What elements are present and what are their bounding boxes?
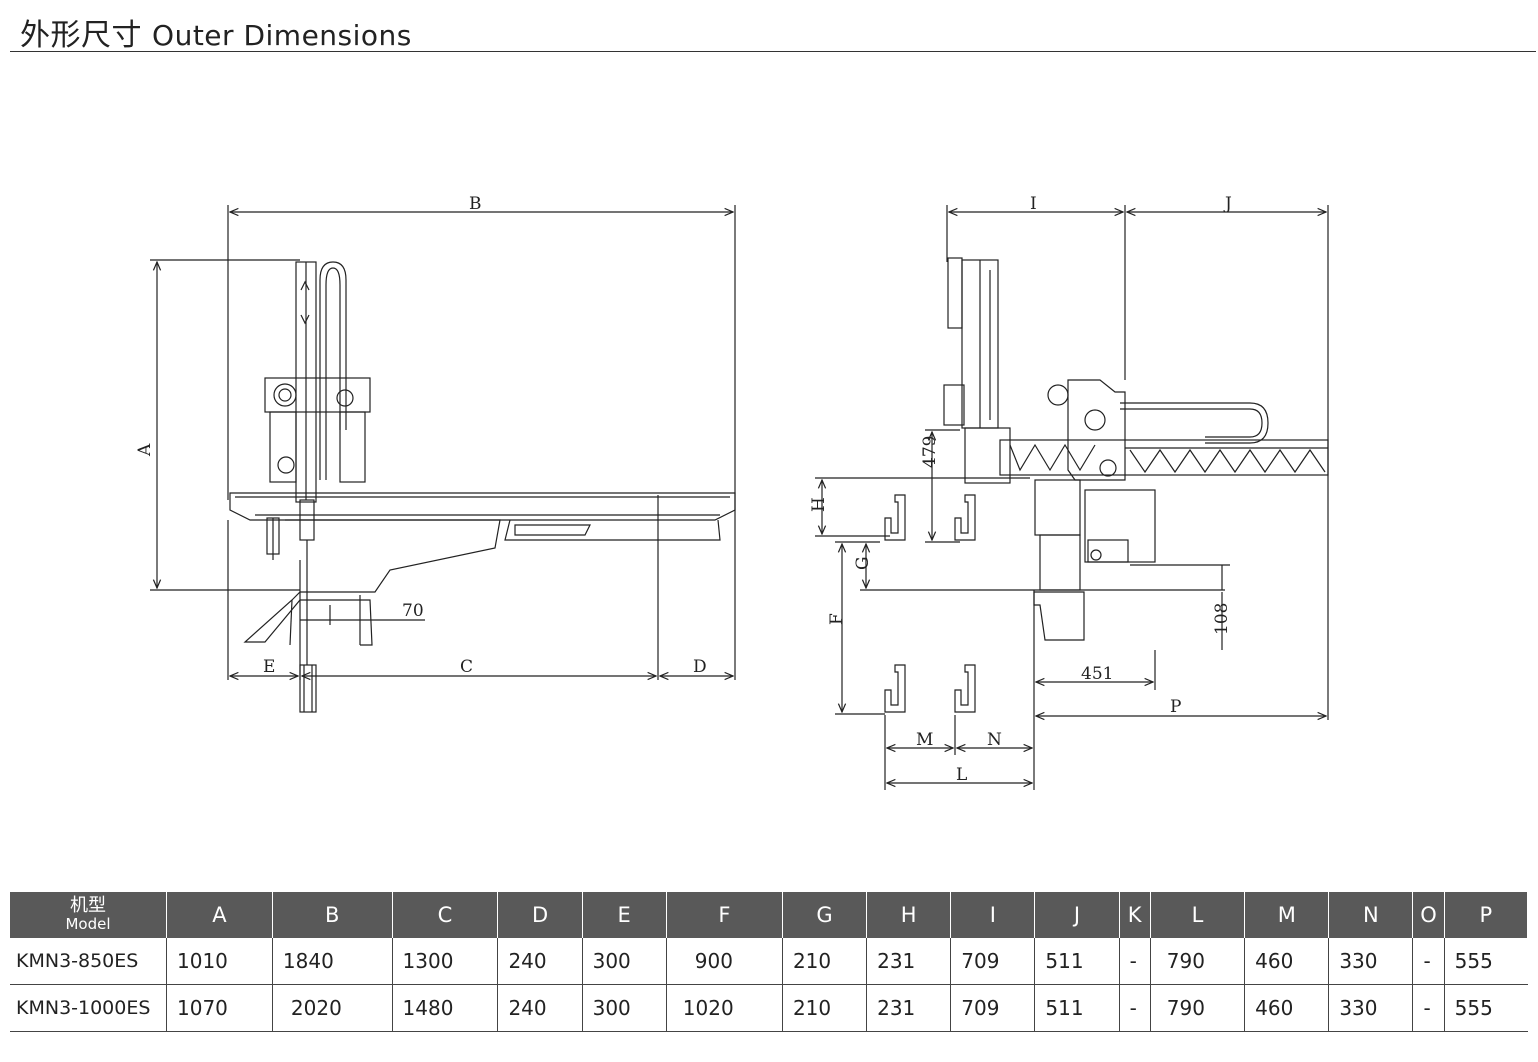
table-cell: - <box>1119 984 1151 1032</box>
header-col: D <box>497 892 583 938</box>
header-col: M <box>1244 892 1330 938</box>
header-col: A <box>166 892 273 938</box>
table-cell: 709 <box>950 984 1036 1032</box>
table-cell: 1480 <box>392 984 499 1032</box>
label-451: 451 <box>1081 664 1113 684</box>
side-view <box>150 205 736 713</box>
header-col: N <box>1328 892 1414 938</box>
end-view <box>815 205 1329 790</box>
label-E: E <box>263 657 275 677</box>
title-en: Outer Dimensions <box>152 19 412 52</box>
header-col: P <box>1444 892 1529 938</box>
header-col: F <box>666 892 783 938</box>
header-col: H <box>866 892 952 938</box>
spec-table: 机型 Model A B C D E F G H I J K L M N O P… <box>10 892 1529 1032</box>
header-col: K <box>1119 892 1151 938</box>
table-row: KMN3-1000ES 1070 2020 1480 240 300 1020 … <box>10 984 1528 1032</box>
header-model: 机型 Model <box>10 892 167 938</box>
table-cell: 240 <box>497 938 583 985</box>
table-cell: 2020 <box>272 984 393 1032</box>
table-cell: 300 <box>582 938 667 985</box>
label-L: L <box>956 765 967 785</box>
label-479: 479 <box>920 436 940 468</box>
title-cn: 外形尺寸 <box>20 18 142 53</box>
header-col: J <box>1034 892 1120 938</box>
header-col: G <box>782 892 868 938</box>
table-cell: - <box>1412 984 1445 1032</box>
table-cell: 210 <box>782 984 868 1032</box>
label-I: I <box>1030 194 1037 214</box>
table-cell: 231 <box>866 984 952 1032</box>
label-A: A <box>135 443 155 457</box>
label-P: P <box>1170 697 1181 717</box>
table-cell: 460 <box>1244 984 1330 1032</box>
table-row: KMN3-850ES 1010 1840 1300 240 300 900 21… <box>10 938 1528 985</box>
table-cell: 1840 <box>272 938 393 985</box>
title-rule <box>10 51 1536 52</box>
table-cell: - <box>1412 938 1445 985</box>
table-cell: 511 <box>1034 984 1120 1032</box>
table-header-row: 机型 Model A B C D E F G H I J K L M N O P <box>10 892 1529 938</box>
label-D: D <box>693 657 707 677</box>
table-cell: 511 <box>1034 938 1120 985</box>
label-C: C <box>460 657 473 677</box>
label-F: F <box>827 613 847 625</box>
header-model-en: Model <box>65 915 111 933</box>
table-cell: 790 <box>1150 984 1246 1032</box>
header-col: I <box>950 892 1036 938</box>
header-col: C <box>392 892 499 938</box>
label-B: B <box>469 194 482 214</box>
model-cell: KMN3-1000ES <box>10 984 167 1032</box>
model-cell: KMN3-850ES <box>10 938 167 985</box>
header-col: O <box>1412 892 1445 938</box>
header-model-cn: 机型 <box>70 895 106 916</box>
header-col: L <box>1150 892 1246 938</box>
label-N: N <box>987 730 1002 750</box>
table-cell: 1300 <box>392 938 499 985</box>
table-cell: 900 <box>666 938 783 985</box>
table-cell: 1070 <box>166 984 273 1032</box>
technical-drawing: B A E C D 70 <box>135 194 1329 790</box>
label-H: H <box>809 497 829 512</box>
table-cell: 1010 <box>166 938 273 985</box>
label-M: M <box>916 730 933 750</box>
end-view-labels: I J 479 H G F 108 451 P M N L <box>809 194 1232 785</box>
table-cell: 210 <box>782 938 868 985</box>
table-cell: 790 <box>1150 938 1246 985</box>
header-col: E <box>582 892 667 938</box>
table-cell: 330 <box>1328 938 1414 985</box>
table-cell: 1020 <box>666 984 783 1032</box>
table-cell: 555 <box>1444 938 1528 985</box>
header-col: B <box>272 892 393 938</box>
table-cell: - <box>1119 938 1151 985</box>
page-title: 外形尺寸 Outer Dimensions <box>20 10 412 54</box>
table-cell: 231 <box>866 938 952 985</box>
label-G: G <box>853 556 873 570</box>
table-cell: 330 <box>1328 984 1414 1032</box>
table-cell: 300 <box>582 984 667 1032</box>
table-cell: 555 <box>1444 984 1528 1032</box>
label-108: 108 <box>1212 603 1232 635</box>
table-cell: 240 <box>497 984 583 1032</box>
table-cell: 460 <box>1244 938 1330 985</box>
side-view-labels: B A E C D 70 <box>135 194 707 677</box>
table-cell: 709 <box>950 938 1036 985</box>
label-70: 70 <box>402 601 424 621</box>
label-J: J <box>1223 194 1232 214</box>
